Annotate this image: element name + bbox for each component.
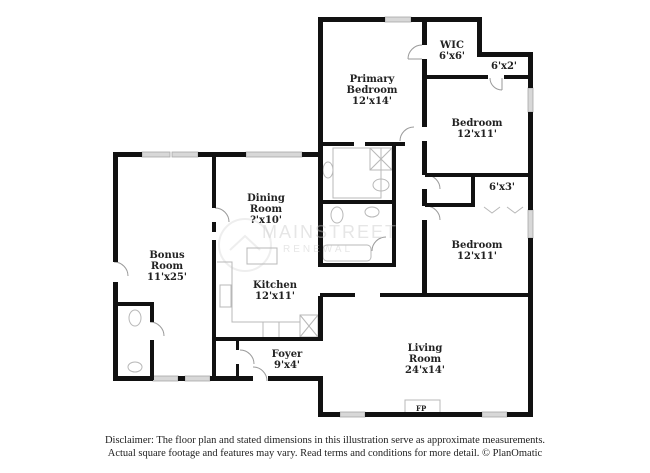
primary-bath-area [332,147,382,199]
kitchen-sink-icon [219,284,232,308]
door-swing-icon [371,236,387,252]
room-label-bonus-room: Bonus Room 11'x25' [147,250,187,283]
window [527,87,534,113]
door-swing-icon [425,174,441,190]
door-swing-icon [214,207,230,223]
window [481,411,508,418]
walls [113,17,533,417]
room-dimensions: ?'x10' [250,215,282,226]
room-name: Room [249,204,283,215]
room-name: Bonus [149,250,185,261]
room-dimensions: 11'x25' [147,272,187,283]
room-dimensions: 6'x3' [488,182,516,193]
room-label-kitchen: Kitchen 12'x11' [253,280,297,302]
watermark-logo-icon [218,218,272,272]
watermark-text: MAINSTREET [262,222,399,242]
room-name: Room [408,354,442,365]
room-name: Living [407,343,443,354]
room-name: Dining [247,193,285,204]
room-label-primary-bedroom: Primary Bedroom 12'x14' [347,74,398,107]
room-dimensions: 12'x11' [457,129,497,140]
bifold-door-icon [483,206,501,214]
room-dimensions: 12'x14' [352,96,392,107]
room-dimensions: 9'x4' [273,360,301,371]
window [384,16,412,23]
stove-icon [262,321,280,339]
disclaimer-line-1: Disclaimer: The floor plan and stated di… [104,435,546,446]
sink-icon [127,361,143,373]
sink-icon [364,206,380,218]
room-name: Foyer [271,349,303,360]
room-label-closet-6x2: 6'x2' [491,61,517,72]
room-name: Primary [349,74,395,85]
door-swing-icon [149,321,165,337]
room-name: WIC [440,40,464,51]
room-name: Bedroom [346,85,398,96]
watermark-subtext: RENEWAL [283,244,354,255]
fireplace-label: FP [416,404,427,413]
room-label-foyer: Foyer 9'x4' [272,349,303,371]
room-dimensions: 6'x6' [438,51,466,62]
door-swing-icon [425,205,441,221]
room-name: Bedroom [451,240,503,251]
window [527,209,534,239]
room-label-bedroom-1: Bedroom 12'x11' [452,118,503,140]
room-label-closet-6x3: 6'x3' [489,182,515,193]
toilet-icon [372,178,390,192]
door-swing-icon [489,77,503,91]
room-dimensions: 24'x14' [405,365,445,376]
window [245,151,303,158]
disclaimer-line-2: Actual square footage and features may v… [107,448,543,459]
room-dimensions: 6'x2' [490,61,518,72]
door-swing-icon [252,366,268,382]
room-name: Bedroom [451,118,503,129]
window [339,411,366,418]
kitchen-island [246,247,278,265]
room-name: Room [150,261,184,272]
door-swing-icon [113,261,129,277]
window [152,375,179,382]
sink-icon [322,161,334,179]
window [171,151,199,158]
room-label-living-room: Living Room 24'x14' [405,343,445,376]
disclaimer: Disclaimer: The floor plan and stated di… [0,434,650,460]
room-label-bedroom-2: Bedroom 12'x11' [452,240,503,262]
fixtures [127,147,524,415]
bifold-door-icon [506,206,524,214]
room-dimensions: 12'x11' [255,291,295,302]
room-label-wic: WIC 6'x6' [439,40,465,62]
room-name: Kitchen [252,280,298,291]
door-swing-icon [407,44,423,60]
toilet-icon [128,309,142,327]
doors [113,44,503,382]
room-label-dining-room: Dining Room ?'x10' [247,193,285,226]
window [184,375,211,382]
window [141,151,171,158]
door-swing-icon [399,126,415,142]
room-dimensions: 12'x11' [457,251,497,262]
toilet-icon [330,206,344,224]
door-swing-icon [239,349,255,365]
